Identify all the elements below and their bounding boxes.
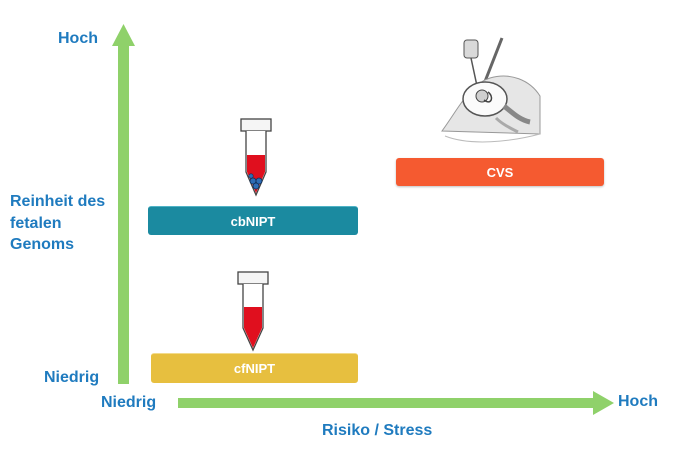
cvs-procedure-illustration bbox=[441, 37, 541, 143]
y-axis-arrow-head bbox=[112, 24, 135, 46]
y-axis-low-label: Niedrig bbox=[44, 369, 100, 386]
x-axis-title: Risiko / Stress bbox=[322, 422, 433, 439]
x-axis-arrow-shaft bbox=[178, 398, 596, 408]
x-axis-arrow-head bbox=[593, 391, 614, 415]
cfnipt-bar: cfNIPT bbox=[151, 353, 358, 383]
x-axis-high-label: Hoch bbox=[618, 393, 658, 410]
y-axis-arrow-shaft bbox=[118, 44, 129, 384]
y-axis-title: Reinheit des fetalen Genoms bbox=[10, 193, 106, 254]
x-axis-low-label: Niedrig bbox=[101, 394, 157, 411]
cbnipt-bar: cbNIPT bbox=[148, 206, 358, 235]
blood-tube-icon bbox=[237, 271, 269, 352]
cvs-bar: CVS bbox=[396, 158, 604, 186]
blood-tube-with-cells-icon bbox=[240, 118, 272, 197]
y-axis-high-label: Hoch bbox=[58, 30, 98, 47]
